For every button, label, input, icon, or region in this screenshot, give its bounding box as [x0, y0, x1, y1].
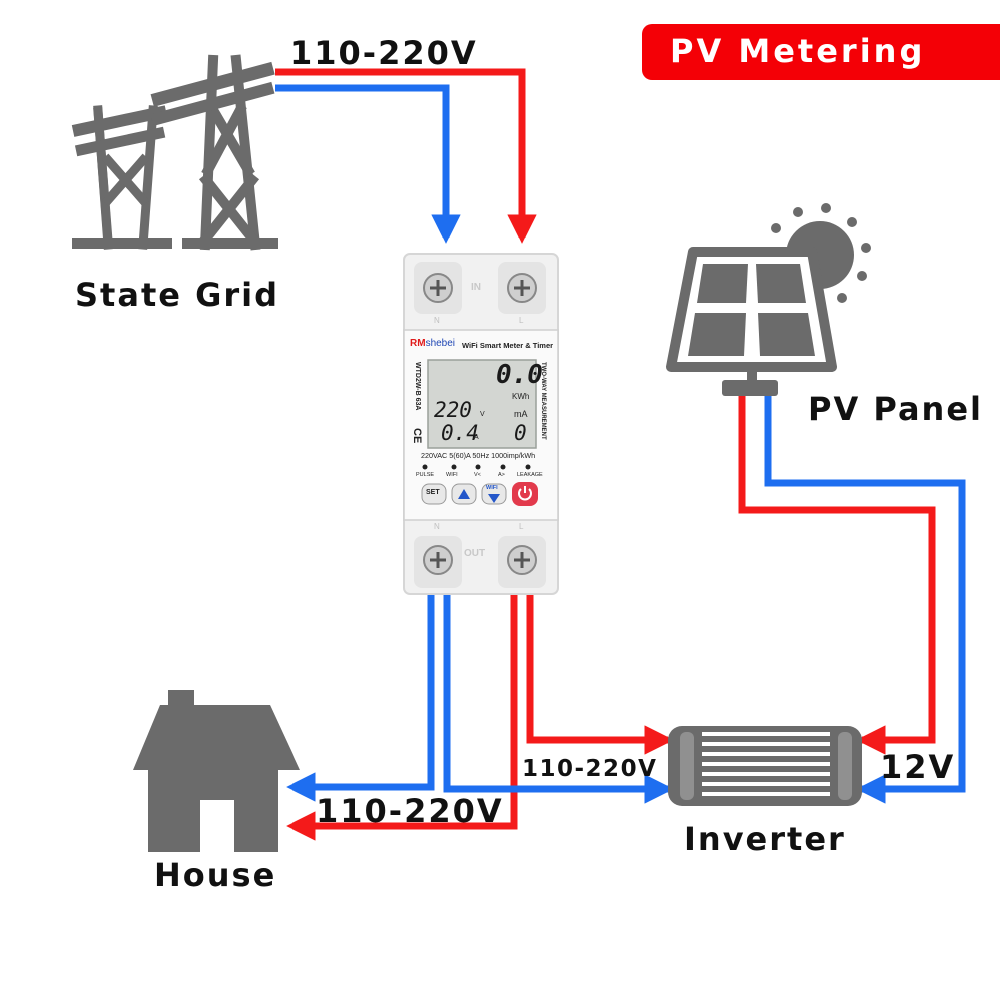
lcd-current-unit: A — [474, 434, 479, 441]
wifi-button-label: WIFI — [486, 485, 498, 491]
title-badge — [642, 24, 1000, 80]
lcd-energy-unit: KWh — [512, 392, 530, 401]
terminal-n-bottom: N — [434, 522, 440, 531]
terminal-out-label: OUT — [464, 548, 486, 559]
pv-positive-wire — [738, 396, 936, 755]
indicator-label-a-high: A> — [498, 472, 505, 478]
grid-to-meter-wires — [275, 68, 537, 244]
lcd-voltage-value: 220 — [434, 398, 472, 422]
terminal-screw — [507, 545, 537, 575]
indicator-label-wifi: WIFI — [446, 472, 458, 478]
inverter-live-wire — [526, 593, 674, 755]
brand-rm: RM — [410, 338, 426, 349]
set-button-label: SET — [426, 489, 440, 496]
pv-negative-wire — [764, 396, 966, 804]
grid-live-wire — [275, 68, 537, 244]
meter-model: WTD2W-B 63A — [414, 362, 421, 411]
terminal-l-top: L — [519, 316, 524, 325]
sun-icon — [771, 203, 871, 303]
grid-neutral-wire — [275, 84, 461, 244]
house-neutral-wire — [286, 593, 435, 802]
terminal-screw — [423, 545, 453, 575]
pv-panel-label: PV Panel — [808, 390, 983, 428]
terminal-n-top: N — [434, 316, 440, 325]
brand-rest: shebei — [425, 338, 456, 349]
power-button[interactable] — [512, 482, 538, 506]
up-arrow-icon — [458, 489, 470, 499]
house-label: House — [154, 856, 277, 894]
indicator-label-v-low: V< — [474, 472, 481, 478]
lcd-current-value: 0.4 — [441, 421, 479, 445]
terminal-screw — [507, 273, 537, 303]
page-title: PV Metering — [670, 32, 926, 70]
meter-product-name: WiFi Smart Meter & Timer — [462, 341, 554, 350]
meter-to-house-wires — [286, 593, 518, 841]
inverter-neutral-wire — [443, 593, 674, 804]
meter-spec-text: 220VAC 5(60)A 50Hz 1000imp/kWh — [421, 451, 536, 460]
terminal-in-label: IN — [471, 282, 481, 293]
meter-to-inverter-wires — [443, 593, 674, 804]
power-icon — [518, 486, 532, 501]
house-icon — [133, 690, 300, 852]
inverter-icon — [668, 726, 862, 806]
lcd-voltage-unit: V — [480, 411, 485, 418]
pv-to-inverter-wires — [738, 396, 966, 804]
house-voltage-label: 110-220V — [316, 792, 504, 830]
meter-brand: RMshebei — [410, 338, 455, 349]
solar-panel-icon — [666, 203, 871, 396]
dc-voltage-label: 12V — [880, 748, 956, 786]
terminal-screw — [423, 273, 453, 303]
grid-voltage-label: 110-220V — [290, 34, 478, 72]
indicator-label-leakage: LEAKAGE — [517, 472, 543, 478]
lcd-energy-value: 0.0 — [496, 360, 543, 390]
house-live-wire — [286, 593, 518, 841]
down-arrow-icon — [488, 494, 500, 503]
power-tower-icon — [71, 54, 278, 251]
lcd-leakage-value: 0 — [514, 421, 527, 445]
state-grid-label: State Grid — [75, 276, 279, 314]
terminal-l-bottom: L — [519, 522, 524, 531]
inverter-label: Inverter — [684, 820, 846, 858]
set-button[interactable] — [421, 483, 447, 505]
smart-meter-device — [403, 253, 559, 595]
ce-mark: CE — [411, 428, 423, 444]
inverter-voltage-label: 110-220V — [522, 756, 658, 782]
lcd-screen — [427, 359, 537, 449]
indicator-label-pulse: PULSE — [416, 472, 435, 478]
lcd-leakage-unit: mA — [514, 409, 528, 419]
